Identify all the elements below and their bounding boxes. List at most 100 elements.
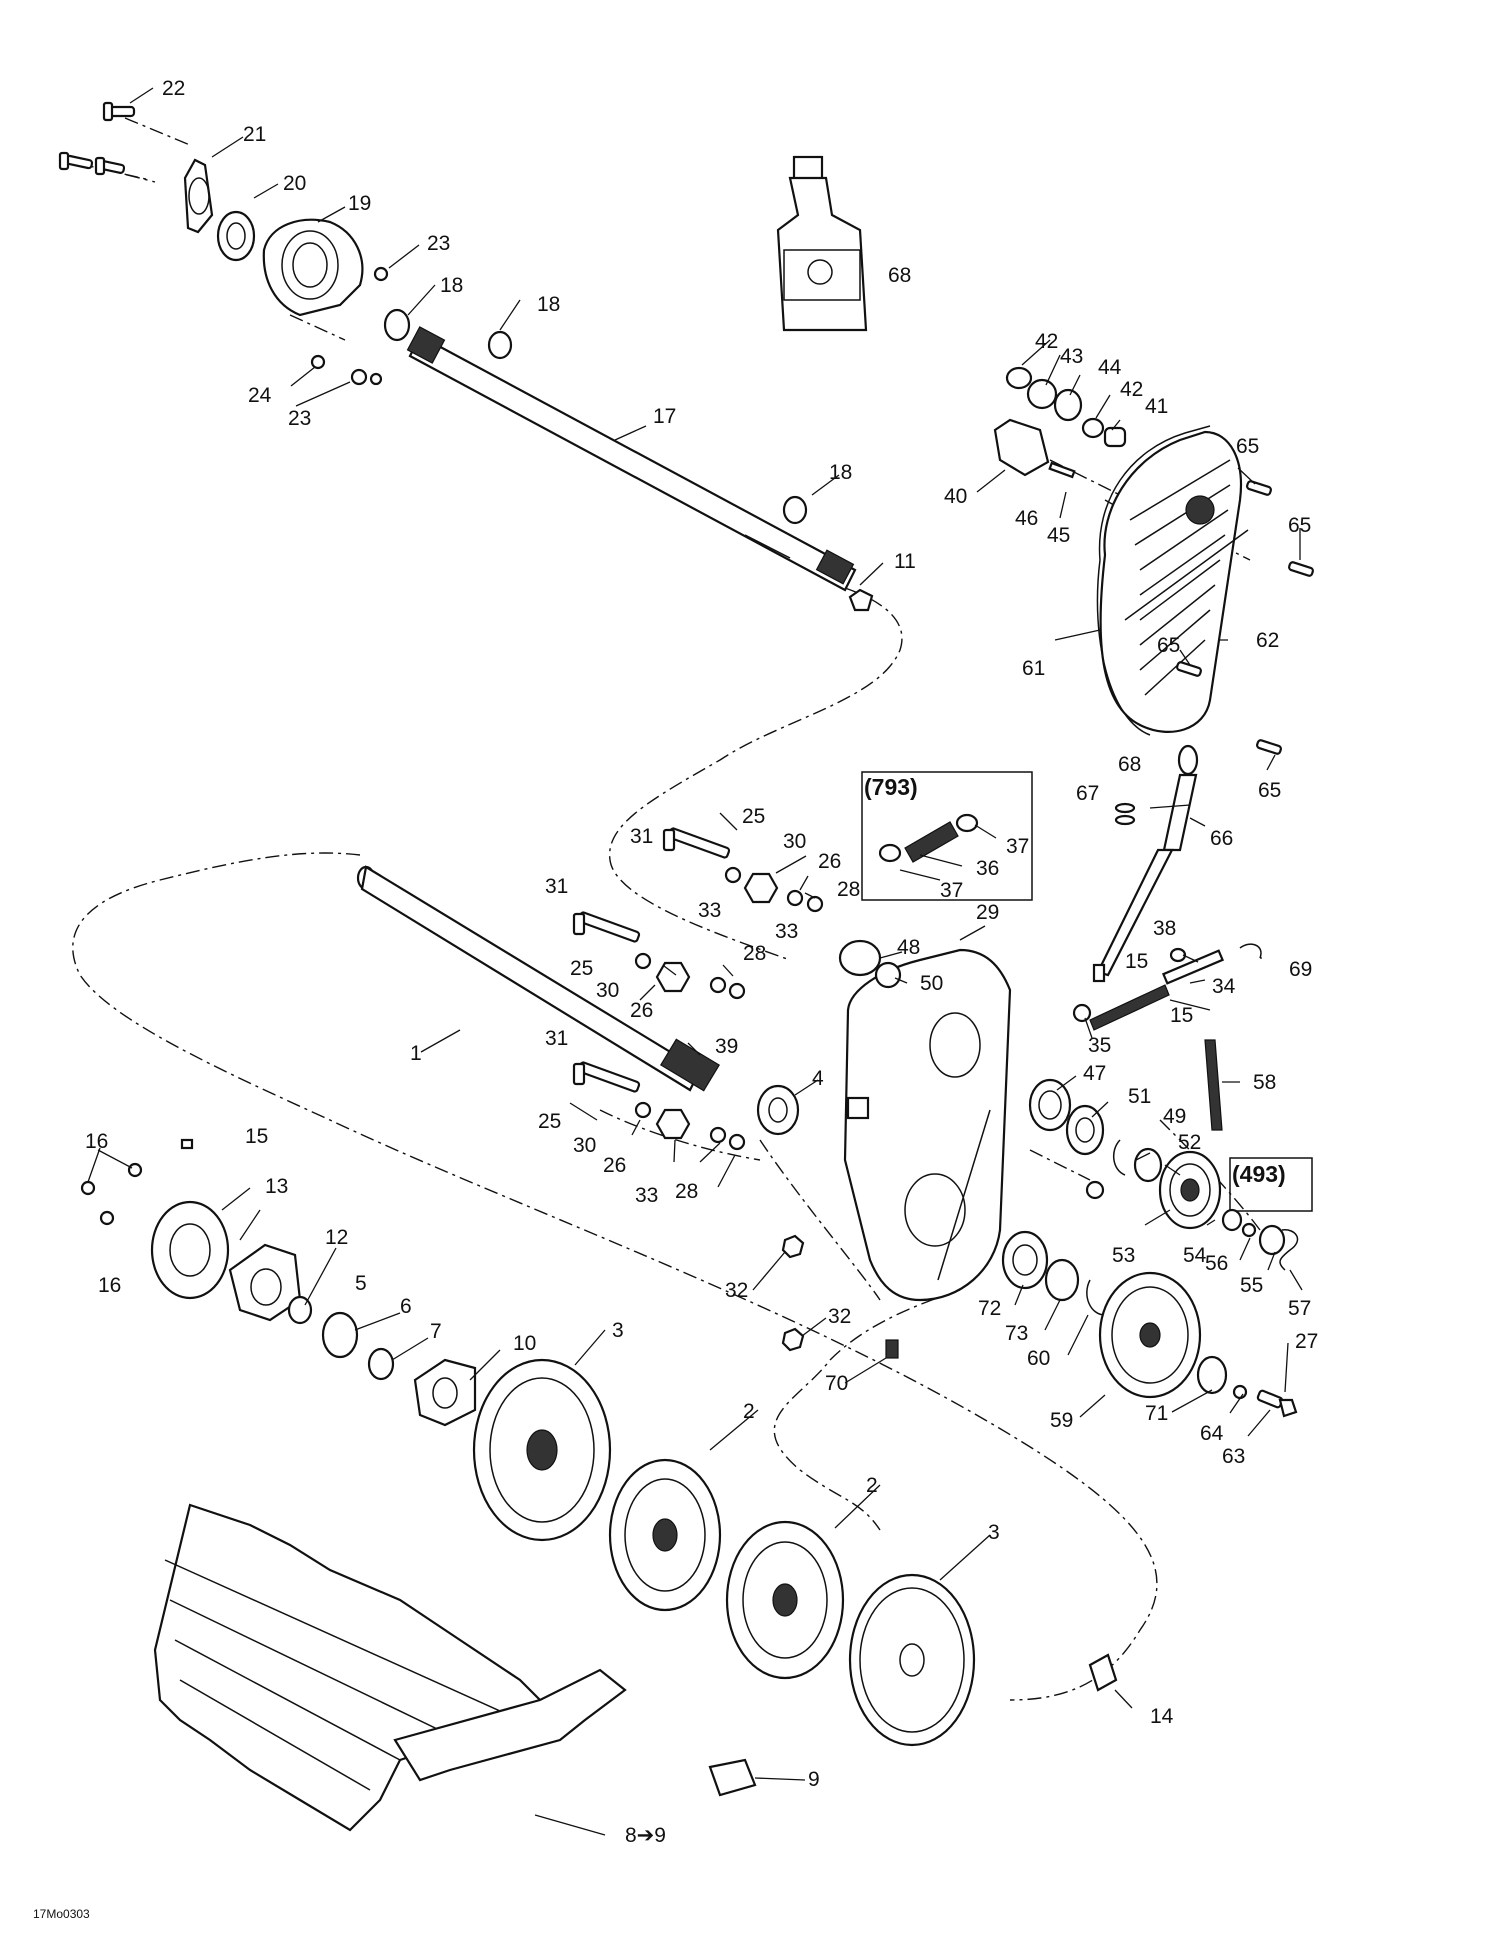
callout-31: 31 <box>545 875 568 898</box>
callout-54: 54 <box>1183 1244 1207 1267</box>
callout-69: 69 <box>1289 958 1312 981</box>
callout-2: 2 <box>866 1474 878 1497</box>
gasket-61 <box>1096 425 1211 736</box>
o-rings-18 <box>383 308 808 525</box>
callout-9: 9 <box>808 1768 820 1791</box>
callout-26: 26 <box>603 1154 626 1177</box>
callout-labels: 22 21 20 19 23 18 18 24 23 17 18 11 68 4… <box>85 77 1318 1847</box>
callout-18: 18 <box>537 293 560 316</box>
callout-43: 43 <box>1060 345 1083 368</box>
callout-31: 31 <box>545 1027 568 1050</box>
callout-44: 44 <box>1098 356 1122 379</box>
callout-42: 42 <box>1120 378 1143 401</box>
plug-11 <box>848 588 874 612</box>
sprocket-2-middle <box>608 1458 722 1612</box>
callout-3: 3 <box>988 1521 1000 1544</box>
callout-31: 31 <box>630 825 653 848</box>
upper-gear-53 <box>1158 1150 1222 1230</box>
bolt-stack-middle <box>572 911 746 1000</box>
drive-axle-1 <box>356 865 720 1092</box>
callout-33: 33 <box>698 899 721 922</box>
callout-72: 72 <box>978 1297 1001 1320</box>
callout-16: 16 <box>98 1274 121 1297</box>
callout-49: 49 <box>1163 1105 1186 1128</box>
callout-19: 19 <box>348 192 371 215</box>
callout-66: 66 <box>1210 827 1233 850</box>
callout-23: 23 <box>288 407 311 430</box>
callout-24: 24 <box>248 384 272 407</box>
callout-25: 25 <box>570 957 593 980</box>
callout-65: 65 <box>1258 779 1281 802</box>
sprocket-3-right <box>848 1573 976 1747</box>
callout-25: 25 <box>742 805 765 828</box>
callout-64: 64 <box>1200 1422 1224 1445</box>
callout-63: 63 <box>1222 1445 1245 1468</box>
callout-50: 50 <box>920 972 943 995</box>
callout-67: 67 <box>1076 782 1099 805</box>
callout-36: 36 <box>976 857 999 880</box>
nuts-23-24 <box>310 266 389 386</box>
callout-10: 10 <box>513 1332 536 1355</box>
callout-68: 68 <box>888 264 911 287</box>
callout-32: 32 <box>828 1305 851 1328</box>
plug-14 <box>1088 1653 1118 1692</box>
bolts-left <box>58 151 126 176</box>
callout-28: 28 <box>675 1180 698 1203</box>
callout-38: 38 <box>1153 917 1176 940</box>
sprocket-2-right <box>725 1520 845 1680</box>
callout-58: 58 <box>1253 1071 1276 1094</box>
callout-28: 28 <box>743 942 766 965</box>
chaincase-cover-62 <box>1099 430 1249 733</box>
callout-56: 56 <box>1205 1252 1228 1275</box>
callout-5: 5 <box>355 1272 367 1295</box>
callout-65: 65 <box>1157 634 1180 657</box>
callout-40: 40 <box>944 485 967 508</box>
callout-15: 15 <box>1170 1004 1193 1027</box>
callout-55: 55 <box>1240 1274 1263 1297</box>
bearing-flange-21 <box>183 158 214 234</box>
callout-61: 61 <box>1022 657 1045 680</box>
callout-71: 71 <box>1145 1402 1168 1425</box>
flange-10 <box>413 1358 477 1427</box>
box-493 <box>1221 1157 1313 1271</box>
callout-11: 11 <box>894 550 916 573</box>
tensioner-parts-40-46 <box>993 366 1127 479</box>
callout-35: 35 <box>1088 1034 1111 1057</box>
nuts-32-plug-70 <box>781 1234 899 1359</box>
callout-68: 68 <box>1118 753 1141 776</box>
callout-29: 29 <box>976 901 999 924</box>
callout-34: 34 <box>1212 975 1236 998</box>
oil-seal-4 <box>756 1084 800 1136</box>
bolt-22 <box>102 101 136 122</box>
callout-65: 65 <box>1288 514 1311 537</box>
sprocket-3-left <box>472 1358 612 1542</box>
callout-13: 13 <box>265 1175 288 1198</box>
callout-57: 57 <box>1288 1297 1311 1320</box>
callout-28: 28 <box>837 878 860 901</box>
callout-16: 16 <box>85 1130 108 1153</box>
bolt-stack-lower <box>572 1061 746 1151</box>
callout-42: 42 <box>1035 330 1058 353</box>
callout-33: 33 <box>775 920 798 943</box>
oil-bottle-68 <box>776 155 868 332</box>
callout-48: 48 <box>897 936 920 959</box>
bushing-48-o-ring-50 <box>838 939 902 989</box>
callout-26: 26 <box>630 999 653 1022</box>
callout-14: 14 <box>1150 1705 1174 1728</box>
bolts-65 <box>1176 480 1314 755</box>
bearing-housing-13 <box>150 1200 230 1300</box>
callout-30: 30 <box>783 830 806 853</box>
dipstick-66 <box>1092 744 1199 983</box>
callout-1: 1 <box>410 1042 422 1065</box>
bearing-20 <box>216 210 256 262</box>
callout-3: 3 <box>612 1319 624 1342</box>
callout-15: 15 <box>1125 950 1148 973</box>
callout-70: 70 <box>825 1372 848 1395</box>
callout-18: 18 <box>829 461 852 484</box>
leader-lines <box>87 87 1303 1836</box>
slider-9 <box>708 1758 757 1797</box>
callout-52: 52 <box>1178 1131 1201 1154</box>
callout-59: 59 <box>1050 1409 1073 1432</box>
callout-15: 15 <box>245 1125 268 1148</box>
chain-58 <box>1204 1039 1223 1131</box>
